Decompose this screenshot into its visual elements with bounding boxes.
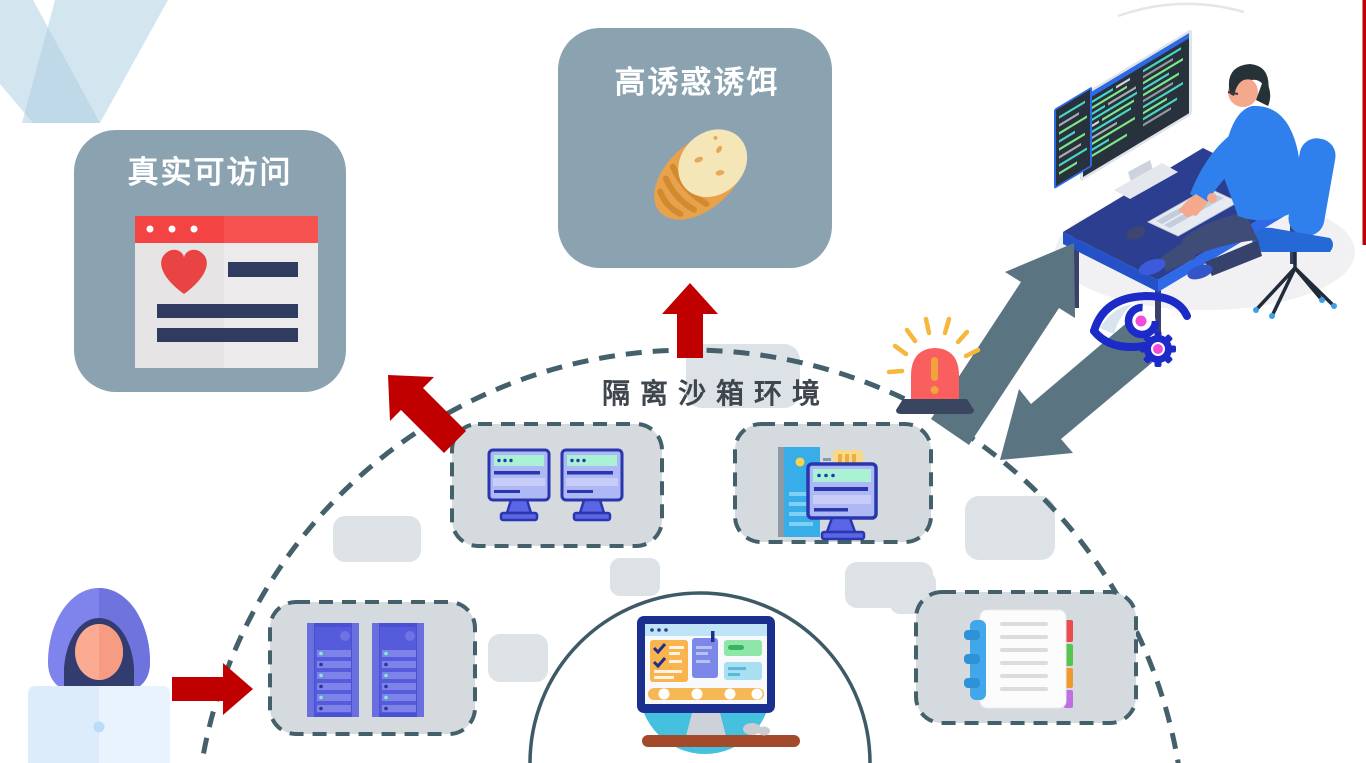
node-box-server-racks [268, 600, 477, 736]
developer-person [1138, 64, 1306, 280]
arrow-to-attacker-teal [931, 243, 1075, 445]
accent-stripe [1362, 0, 1366, 245]
decor-rect-4 [965, 496, 1055, 560]
card-real-accessible: 真实可访问 [74, 130, 346, 392]
card-real-accessible-title: 真实可访问 [128, 155, 293, 190]
notebook-icon [964, 609, 1073, 709]
surveillance-eye-icon [1090, 291, 1191, 367]
dual-monitor-icon [487, 448, 624, 522]
inner-stage-arc [528, 591, 872, 763]
decor-arc [1117, 2, 1245, 18]
code-monitor-small [1054, 87, 1092, 189]
bait-bread-icon [654, 129, 748, 220]
decor-rect-1 [333, 516, 421, 562]
sandbox-label: 隔离沙箱环境 [602, 377, 830, 409]
arrow-from-attacker-teal [1000, 320, 1160, 460]
arrow-up-red [662, 283, 718, 358]
gear-icon [1140, 331, 1176, 367]
webpage-icon [135, 216, 318, 368]
arrow-right-red [172, 663, 253, 715]
arrow-up-left-red [388, 375, 466, 453]
node-box-notebook [914, 590, 1138, 725]
code-monitor-large [1080, 29, 1192, 181]
dashboard-computer-icon [637, 616, 800, 754]
server-and-monitor-icon [778, 447, 878, 541]
decor-rect-5 [488, 634, 548, 682]
node-box-dual-monitors [450, 422, 664, 548]
server-rack-icon [307, 623, 424, 717]
hacker-icon [28, 588, 170, 763]
card-bait-title: 高诱惑诱饵 [615, 65, 780, 100]
decor-rect-7 [686, 344, 800, 408]
v-logo-decoration [0, 0, 168, 123]
card-high-temptation-bait: 高诱惑诱饵 [558, 28, 832, 268]
alarm-siren-icon [886, 316, 981, 414]
developer-at-desk [1054, 29, 1337, 345]
node-box-server-monitor [733, 422, 933, 544]
decor-rect-2 [610, 558, 660, 596]
